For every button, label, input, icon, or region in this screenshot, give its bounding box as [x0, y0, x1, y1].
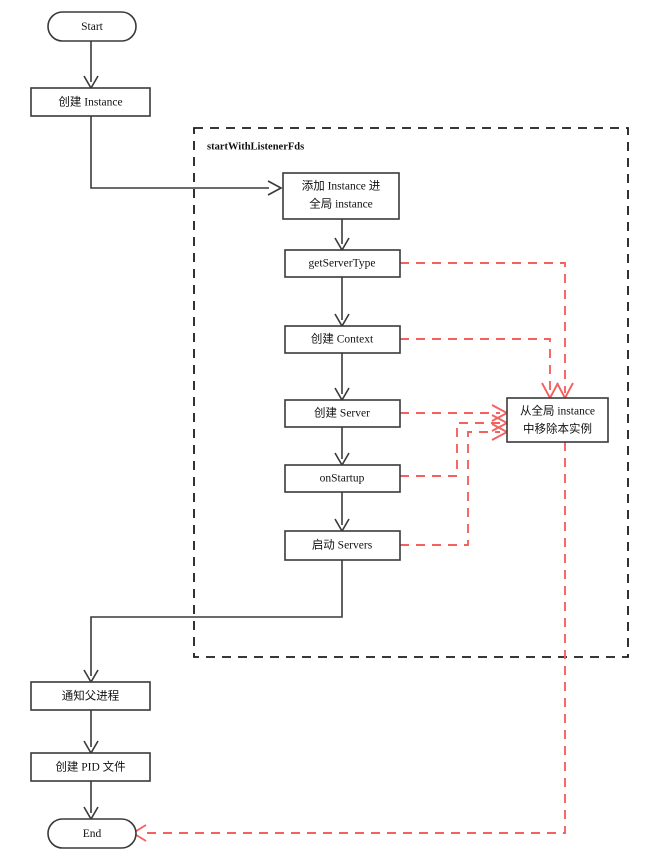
node-start-shape [47, 11, 137, 42]
node-end-label: End [83, 828, 102, 840]
edge-error-onstartup-to-remove [400, 422, 500, 477]
edge-create-instance-to-add-instance [90, 115, 269, 189]
node-notify-parent-shape [30, 681, 151, 711]
node-onstartup-shape [284, 464, 401, 493]
node-create-pid-file-label: 创建 PID 文件 [55, 760, 125, 774]
edge-error-remove-to-end [140, 442, 566, 834]
node-remove-instance-label-line1: 从全局 instance [520, 404, 595, 418]
node-start-label: Start [81, 21, 104, 33]
node-onstartup-label: onStartup [320, 473, 365, 485]
node-end[interactable]: End [47, 818, 137, 849]
node-create-server-label: 创建 Server [314, 406, 370, 420]
node-notify-parent[interactable]: 通知父进程 [30, 681, 151, 711]
edge-error-start-servers-to-remove [400, 431, 500, 546]
node-getservertype[interactable]: getServerType [284, 249, 401, 278]
node-remove-instance-label-line2: 中移除本实例 [523, 422, 592, 436]
node-getservertype-label: getServerType [309, 258, 376, 270]
edge-start-servers-to-notify-parent [90, 560, 343, 676]
node-create-server[interactable]: 创建 Server [284, 399, 401, 428]
node-create-instance[interactable]: 创建 Instance [30, 87, 151, 117]
group-startwithlistenerfds [193, 127, 629, 658]
node-getservertype-shape [284, 249, 401, 278]
node-start-servers-shape [284, 530, 401, 561]
edge-error-create-context-to-remove [400, 338, 551, 393]
node-create-pid-file-shape [30, 752, 151, 782]
node-create-pid-file[interactable]: 创建 PID 文件 [30, 752, 151, 782]
node-start-servers-label: 启动 Servers [312, 539, 373, 552]
node-start-servers[interactable]: 启动 Servers [284, 530, 401, 561]
node-add-instance[interactable]: 添加 Instance 进 全局 instance [282, 172, 400, 220]
node-notify-parent-label: 通知父进程 [62, 689, 120, 703]
node-create-context-label: 创建 Context [311, 332, 374, 346]
node-start[interactable]: Start [47, 11, 137, 42]
node-onstartup[interactable]: onStartup [284, 464, 401, 493]
node-create-context-shape [284, 325, 401, 354]
group-label: startWithListenerFds [207, 141, 304, 152]
node-create-instance-label: 创建 Instance [58, 95, 122, 109]
node-add-instance-label-line2: 全局 instance [309, 197, 373, 211]
node-create-instance-shape [30, 87, 151, 117]
node-add-instance-shape [282, 172, 400, 220]
node-add-instance-label-line1: 添加 Instance 进 [302, 179, 381, 193]
edge-error-getservertype-to-remove [400, 262, 566, 393]
node-create-context[interactable]: 创建 Context [284, 325, 401, 354]
node-end-shape [47, 818, 137, 849]
node-remove-instance-shape [506, 397, 609, 443]
node-remove-instance[interactable]: 从全局 instance 中移除本实例 [506, 397, 609, 443]
node-create-server-shape [284, 399, 401, 428]
arrowhead-add-instance [267, 180, 283, 196]
